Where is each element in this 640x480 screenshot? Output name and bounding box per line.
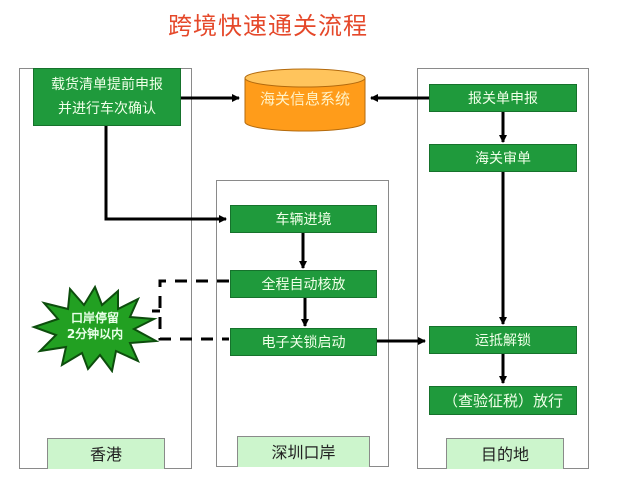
- database-label: 海关信息系统: [259, 90, 350, 108]
- step-customs-review: 海关审单: [429, 144, 577, 172]
- step-manifest-line2: 并进行车次确认: [58, 101, 156, 117]
- step-vehicle-entry: 车辆进境: [230, 205, 377, 233]
- lane-label-hongkong: 香港: [47, 438, 165, 469]
- starburst-icon: [30, 284, 160, 373]
- callout-line1: 口岸停留: [70, 311, 119, 325]
- step-manifest-line1: 载货清单提前申报: [51, 77, 163, 93]
- database-cylinder-icon: [244, 68, 366, 132]
- step-elock-start: 电子关锁启动: [230, 328, 377, 356]
- step-unlock-on-arrival: 运抵解锁: [429, 326, 577, 354]
- step-final-release: （查验征税）放行: [429, 386, 577, 415]
- lane-label-shenzhen: 深圳口岸: [237, 436, 370, 467]
- step-auto-release: 全程自动核放: [230, 270, 377, 298]
- diagram-title: 跨境快速通关流程: [168, 12, 368, 40]
- lane-hongkong: [19, 68, 192, 469]
- callout-text: 口岸停留 2分钟以内: [45, 310, 145, 342]
- lane-label-destination: 目的地: [446, 438, 564, 469]
- callout-line2: 2分钟以内: [66, 327, 124, 341]
- step-declaration: 报关单申报: [429, 84, 577, 112]
- step-manifest-declaration: 载货清单提前申报 并进行车次确认: [33, 68, 181, 126]
